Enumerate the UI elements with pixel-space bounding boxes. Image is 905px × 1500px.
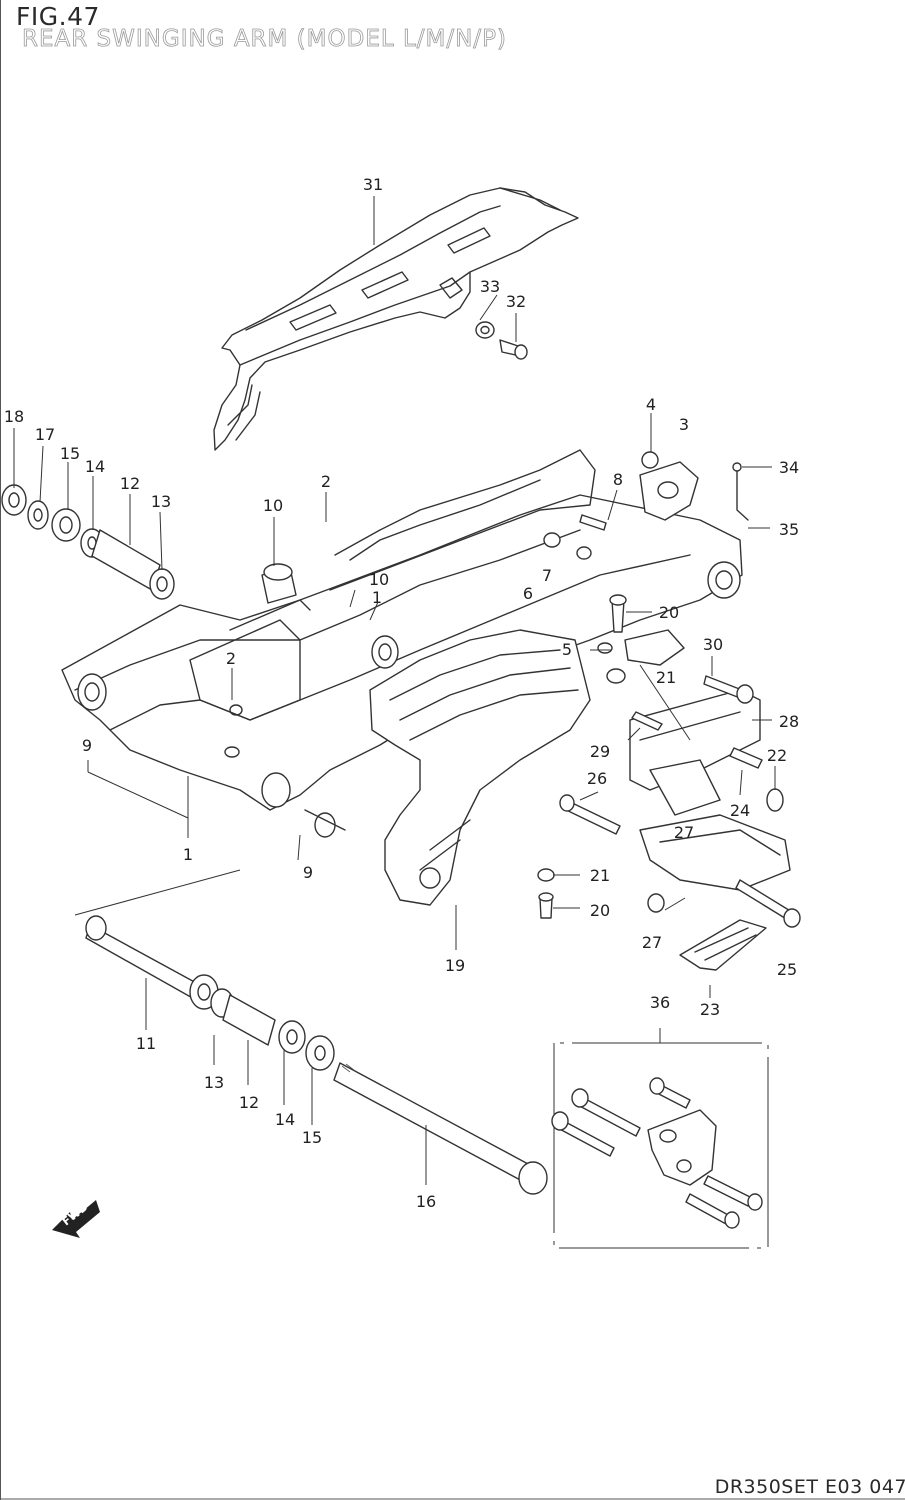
collar-10-drawing [261,563,297,604]
part-label-3: 3 [679,415,689,434]
part-label-15b: 15 [302,1128,322,1147]
part-label-23: 23 [700,1000,720,1019]
part-labels: 31 33 32 18 17 15 14 12 13 10 2 10 1 4 3… [4,175,799,1211]
part-label-13b: 13 [204,1073,224,1092]
figure-subtitle: REAR SWINGING ARM (MODEL L/M/N/P) [22,26,507,53]
fwd-arrow-icon: FWD [52,1200,100,1238]
fasteners-drawing [224,451,801,928]
part-label-11: 11 [136,1034,156,1053]
bolt-kit-36-drawing [551,1042,769,1249]
bolt-32-drawing [499,339,528,360]
part-label-2a: 2 [321,472,331,491]
part-label-1a: 1 [372,588,382,607]
part-label-9b: 9 [303,863,313,882]
part-label-9a: 9 [82,736,92,755]
part-label-14a: 14 [85,457,105,476]
part-label-7: 7 [542,566,552,585]
part-label-12a: 12 [120,474,140,493]
part-label-28: 28 [779,712,799,731]
part-label-22: 22 [767,746,787,765]
part-label-34: 34 [779,458,799,477]
part-label-29: 29 [590,742,610,761]
part-label-8: 8 [613,470,623,489]
part-label-6: 6 [523,584,533,603]
washer-33-drawing [475,321,495,339]
part-label-21b: 21 [590,866,610,885]
part-label-31: 31 [363,175,383,194]
part-label-36: 36 [650,993,670,1012]
part-label-25: 25 [777,960,797,979]
pivot-shaft-drawing [85,915,548,1195]
swing-arm-drawing [61,449,743,838]
part-label-33: 33 [480,277,500,296]
part-label-18: 18 [4,407,24,426]
chain-slider-25-drawing [679,919,767,971]
part-label-27a: 27 [674,823,694,842]
part-label-16: 16 [416,1192,436,1211]
leader-lines [13,196,776,1185]
chain-guide-drawing [629,689,791,891]
part-label-32: 32 [506,292,526,311]
part-label-4: 4 [646,395,656,414]
part-label-1b: 1 [183,845,193,864]
part-label-10a: 10 [263,496,283,515]
part-label-19: 19 [445,956,465,975]
part-label-21a: 21 [656,668,676,687]
chain-buffer-drawing [369,629,591,906]
part-label-20a: 20 [659,603,679,622]
part-label-5: 5 [562,640,572,659]
part-label-10b: 10 [369,570,389,589]
part-label-20b: 20 [590,901,610,920]
part-label-26: 26 [587,769,607,788]
part-label-12b: 12 [239,1093,259,1112]
part-label-30: 30 [703,635,723,654]
figure-title: FIG.47 [16,2,100,31]
part-label-27b: 27 [642,933,662,952]
part-label-13a: 13 [151,492,171,511]
left-bushing-stack-drawing [1,484,175,600]
part-label-15a: 15 [60,444,80,463]
part-label-2b: 2 [226,649,236,668]
part-label-35: 35 [779,520,799,539]
chain-case-drawing [213,187,579,451]
part-label-17: 17 [35,425,55,444]
part-label-14b: 14 [275,1110,295,1129]
part-label-24: 24 [730,801,750,820]
figure-code: DR350SET E03 047 [714,1476,905,1498]
